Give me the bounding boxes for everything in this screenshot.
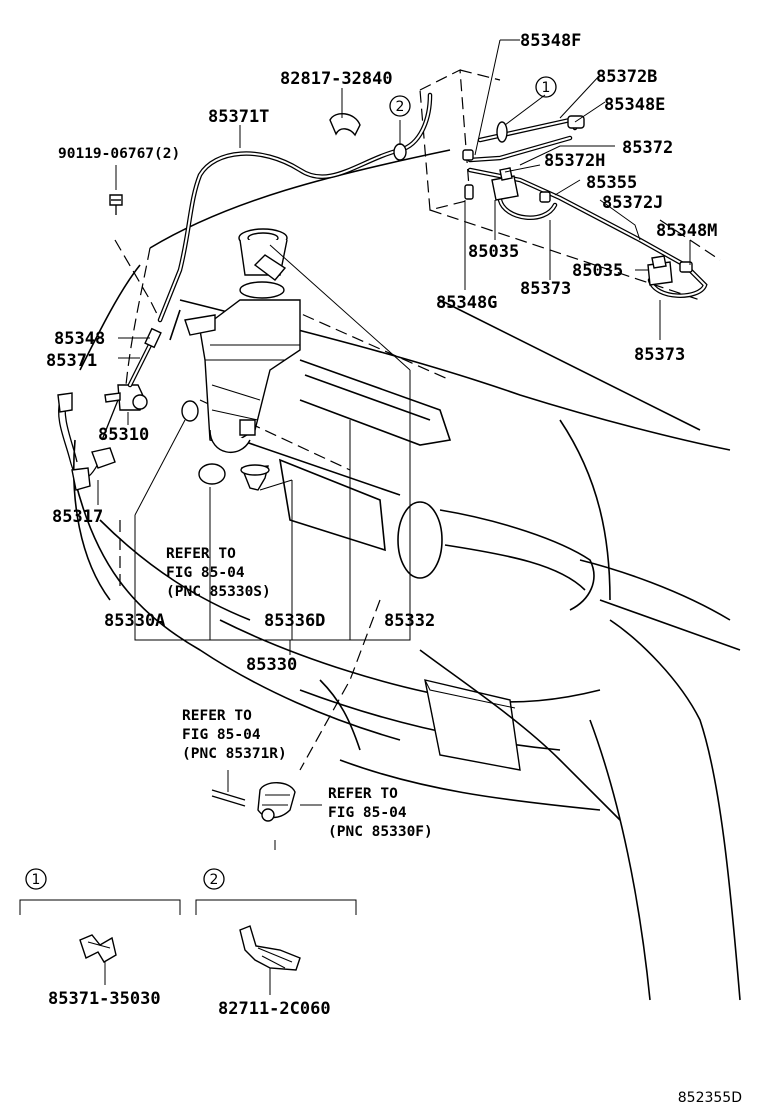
- nozzles: [491, 167, 673, 286]
- label-85348: 85348: [54, 329, 105, 349]
- label-85035-b: 85035: [572, 261, 623, 281]
- svg-text:REFER TO: REFER TO: [166, 546, 236, 562]
- pump-assembly: [104, 384, 270, 491]
- leader-lines: [19, 39, 691, 995]
- washer-tank: [184, 228, 301, 453]
- svg-text:REFER TO: REFER TO: [182, 708, 252, 724]
- svg-text:(PNC 85330F): (PNC 85330F): [328, 824, 433, 840]
- label-85035-a: 85035: [468, 242, 519, 262]
- label-85373-a: 85373: [520, 279, 571, 299]
- label-85348M: 85348M: [656, 221, 717, 241]
- label-85371-35030: 85371-35030: [48, 989, 161, 1009]
- marker-2-legend: 2: [203, 868, 225, 890]
- label-85348G: 85348G: [436, 293, 497, 313]
- label-85310: 85310: [98, 425, 149, 445]
- svg-text:2: 2: [210, 872, 219, 888]
- label-85373-b: 85373: [634, 345, 685, 365]
- legend-parts: [79, 925, 301, 971]
- label-85332: 85332: [384, 611, 435, 631]
- label-85372H: 85372H: [544, 151, 605, 171]
- label-85372B: 85372B: [596, 67, 657, 87]
- refer-note-85371R: REFER TO FIG 85-04 (PNC 85371R): [182, 708, 287, 762]
- label-82711-2C060: 82711-2C060: [218, 999, 331, 1019]
- marker-1-legend: 1: [25, 868, 47, 890]
- label-85330A: 85330A: [104, 611, 165, 631]
- marker-2-top: 2: [389, 95, 411, 117]
- svg-text:1: 1: [542, 80, 551, 96]
- small-parts: [109, 113, 361, 822]
- refer-note-85330S: REFER TO FIG 85-04 (PNC 85330S): [166, 546, 271, 600]
- label-85348E: 85348E: [604, 95, 665, 115]
- diagram-id: 852355D: [678, 1090, 742, 1106]
- label-85355: 85355: [586, 173, 637, 193]
- hoses: [127, 92, 708, 388]
- svg-text:FIG 85-04: FIG 85-04: [328, 805, 407, 821]
- svg-text:FIG 85-04: FIG 85-04: [182, 727, 261, 743]
- label-85371: 85371: [46, 351, 97, 371]
- vehicle-body-outline: [72, 69, 741, 1001]
- label-85372: 85372: [622, 138, 673, 158]
- label-85317: 85317: [52, 507, 103, 527]
- marker-1-top: 1: [535, 76, 557, 98]
- svg-text:1: 1: [32, 872, 41, 888]
- wire-harness: [57, 392, 119, 491]
- svg-text:2: 2: [396, 99, 405, 115]
- label-85336D: 85336D: [264, 611, 325, 631]
- refer-note-85330F: REFER TO FIG 85-04 (PNC 85330F): [328, 786, 433, 840]
- label-85371T: 85371T: [208, 107, 269, 127]
- label-82817-32840: 82817-32840: [280, 69, 393, 89]
- svg-text:(PNC 85330S): (PNC 85330S): [166, 584, 271, 600]
- label-85372J: 85372J: [602, 193, 663, 213]
- svg-text:REFER TO: REFER TO: [328, 786, 398, 802]
- label-85330: 85330: [246, 655, 297, 675]
- label-90119-06767: 90119-06767(2): [58, 146, 180, 162]
- svg-text:(PNC 85371R): (PNC 85371R): [182, 746, 287, 762]
- label-85348F: 85348F: [520, 31, 581, 51]
- svg-text:FIG 85-04: FIG 85-04: [166, 565, 245, 581]
